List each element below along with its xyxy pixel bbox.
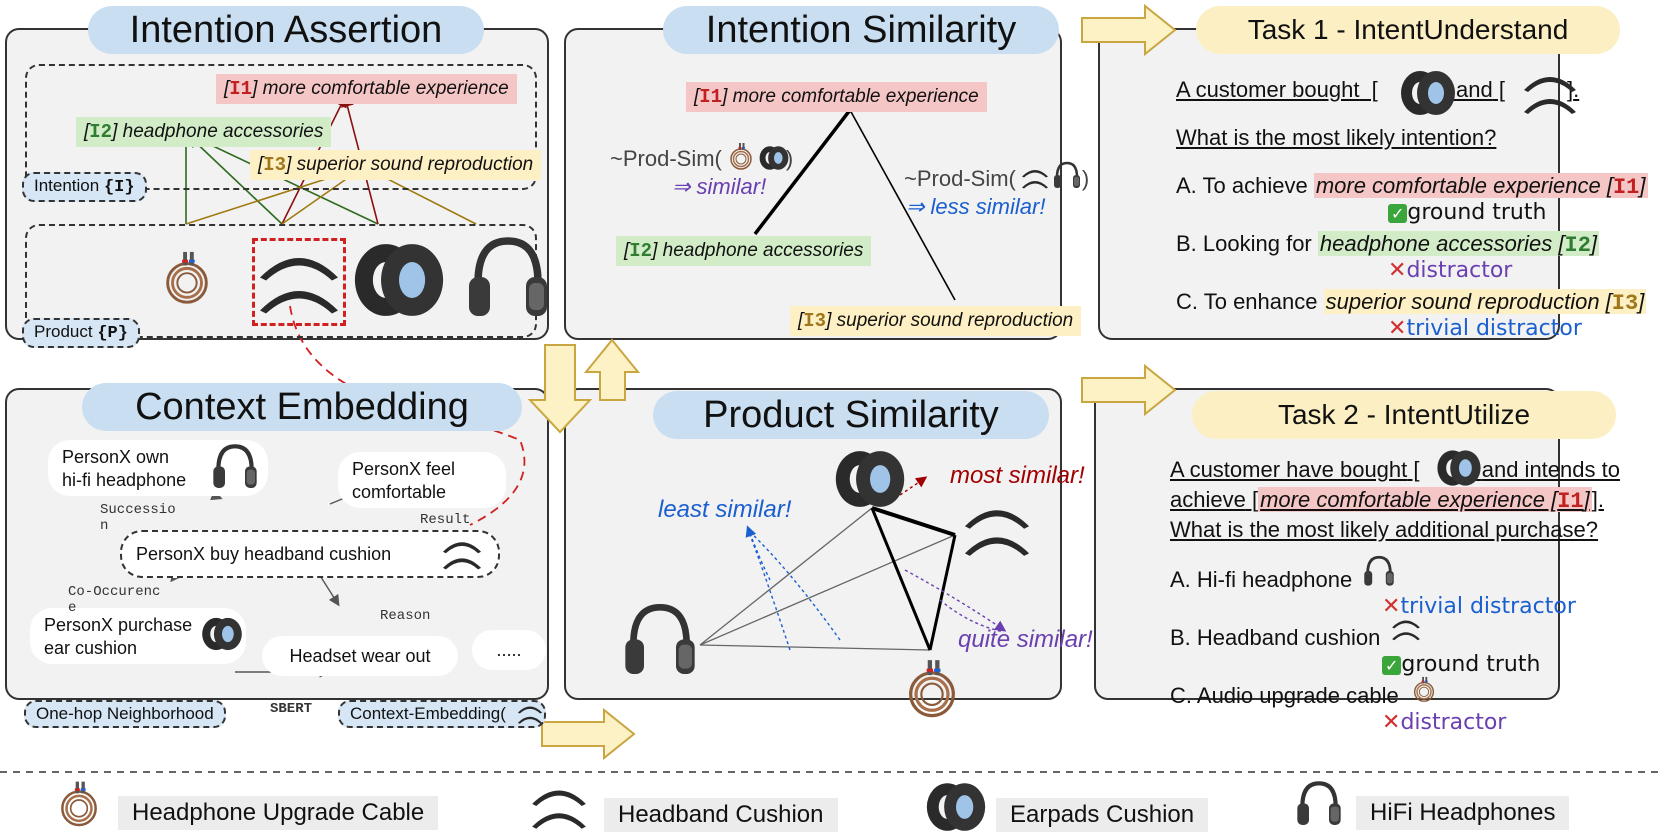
node-headset-wear-out: Headset wear out (262, 636, 458, 676)
edge-label-reason: Reason (380, 608, 431, 624)
headband-icon (1392, 620, 1420, 641)
earpads-icon (759, 146, 789, 170)
intent-sim-triangle (753, 108, 956, 301)
assertion-i1-tag: [I1] more comfortable experience (216, 74, 517, 104)
task2-option-c: C. Audio upgrade cable (1170, 683, 1399, 708)
flow-arrows (527, 3, 1177, 761)
task2-verdict-c: ✕distractor (1382, 710, 1507, 735)
task2-question-line2: achieve [more comfortable experience [I1… (1170, 487, 1604, 514)
sbert-label: SBERT (270, 701, 313, 717)
assertion-i3-tag: [I3] superior sound reproduction (250, 150, 542, 180)
task2-question-line3: What is the most likely additional purch… (1170, 517, 1598, 542)
task1-question-line2: What is the most likely intention? (1176, 125, 1497, 150)
hifi-headphone-icon (1362, 555, 1396, 588)
task1-option-a: A. To achieve more comfortable experienc… (1176, 173, 1648, 200)
cable-icon (60, 780, 98, 827)
headband-highlight-box (252, 238, 346, 326)
intention-box (25, 64, 537, 190)
legend-earpads: Earpads Cushion (996, 798, 1209, 832)
edge-label-result: Result (420, 512, 471, 528)
context-embedding-label: Context-Embedding( (338, 700, 546, 728)
legend-hifi: HiFi Headphones (1356, 796, 1570, 830)
intent-sim-i3-tag: [I3] superior sound reproduction (790, 306, 1082, 336)
task1-verdict-b: ✕distractor (1388, 258, 1513, 283)
task1-title: Task 1 - IntentUnderstand (1196, 6, 1620, 54)
most-similar-label: most similar! (950, 462, 1085, 489)
headband-icon (442, 542, 482, 570)
similar-label: ⇒ similar! (672, 174, 767, 199)
task2-verdict-b: ✓ground truth (1382, 652, 1540, 677)
product-sim-graph (699, 476, 1007, 651)
task1-option-c: C. To enhance superior sound reproductio… (1176, 289, 1647, 316)
product-set-label: Product {P} (22, 318, 140, 348)
earpads-icon (926, 783, 986, 831)
cable-icon (730, 142, 752, 170)
task1-option-b: B. Looking for headphone accessories [I2… (1176, 231, 1600, 258)
intention-similarity-panel (564, 28, 1062, 340)
cable-icon (1413, 676, 1435, 703)
context-embedding-title: Context Embedding (82, 383, 522, 431)
assertion-i2-tag: [I2] headphone accessories (76, 117, 332, 147)
task2-question-line1: A customer have bought [] and intends to (1170, 457, 1620, 482)
product-similarity-title: Product Similarity (653, 391, 1049, 439)
cable-icon (908, 658, 956, 718)
hifi-headphone-icon (463, 232, 553, 328)
earpads-icon (1401, 71, 1455, 115)
headband-icon (964, 510, 1030, 556)
task1-verdict-a: ✓ground truth (1388, 200, 1546, 225)
task2-option-b: B. Headband cushion (1170, 625, 1381, 650)
cable-icon (158, 236, 216, 322)
hifi-headphone-icon (1052, 161, 1082, 190)
hifi-headphone-icon (1294, 776, 1344, 834)
intent-sim-i2-tag: [I2] headphone accessories (616, 236, 872, 266)
headband-icon (260, 258, 338, 314)
prodsim-right-label: ~Prod-Sim() (904, 166, 1090, 191)
intention-assertion-title: Intention Assertion (88, 6, 484, 54)
headband-icon (1524, 77, 1576, 114)
node-more: ..... (472, 630, 546, 670)
legend-cable: Headphone Upgrade Cable (118, 796, 439, 830)
hifi-headphone-icon (620, 598, 700, 686)
earpads-icon (354, 244, 444, 316)
hifi-headphone-icon (210, 442, 260, 494)
task2-option-a: A. Hi-fi headphone (1170, 567, 1353, 592)
less-similar-label: ⇒ less similar! (906, 194, 1046, 219)
task2-verdict-a: ✕trivial distractor (1382, 594, 1576, 619)
task2-title: Task 2 - IntentUtilize (1192, 391, 1616, 439)
earpads-icon (202, 617, 242, 651)
task1-verdict-c: ✕trivial distractor (1388, 316, 1582, 341)
one-hop-neighborhood-label: One-hop Neighborhood (24, 700, 226, 728)
intention-set-label: Intention {I} (22, 172, 147, 202)
headband-icon (1022, 170, 1048, 189)
headband-icon (532, 790, 586, 829)
task1-question-line1: A customer bought [] and []. (1176, 77, 1580, 102)
intent-sim-i1-tag: [I1] more comfortable experience (686, 82, 987, 112)
prodsim-left-label: ~Prod-Sim() (610, 146, 794, 171)
intention-similarity-title: Intention Similarity (663, 6, 1059, 54)
node-buy-headband: PersonX buy headband cushion (120, 530, 500, 578)
quite-similar-label: quite similar! (958, 626, 1093, 653)
task2-panel (1094, 388, 1560, 700)
headband-icon (517, 706, 543, 724)
earpads-icon (835, 451, 905, 507)
least-similar-label: least similar! (658, 496, 792, 523)
legend-headband: Headband Cushion (604, 798, 838, 832)
earpads-icon (1437, 450, 1481, 486)
